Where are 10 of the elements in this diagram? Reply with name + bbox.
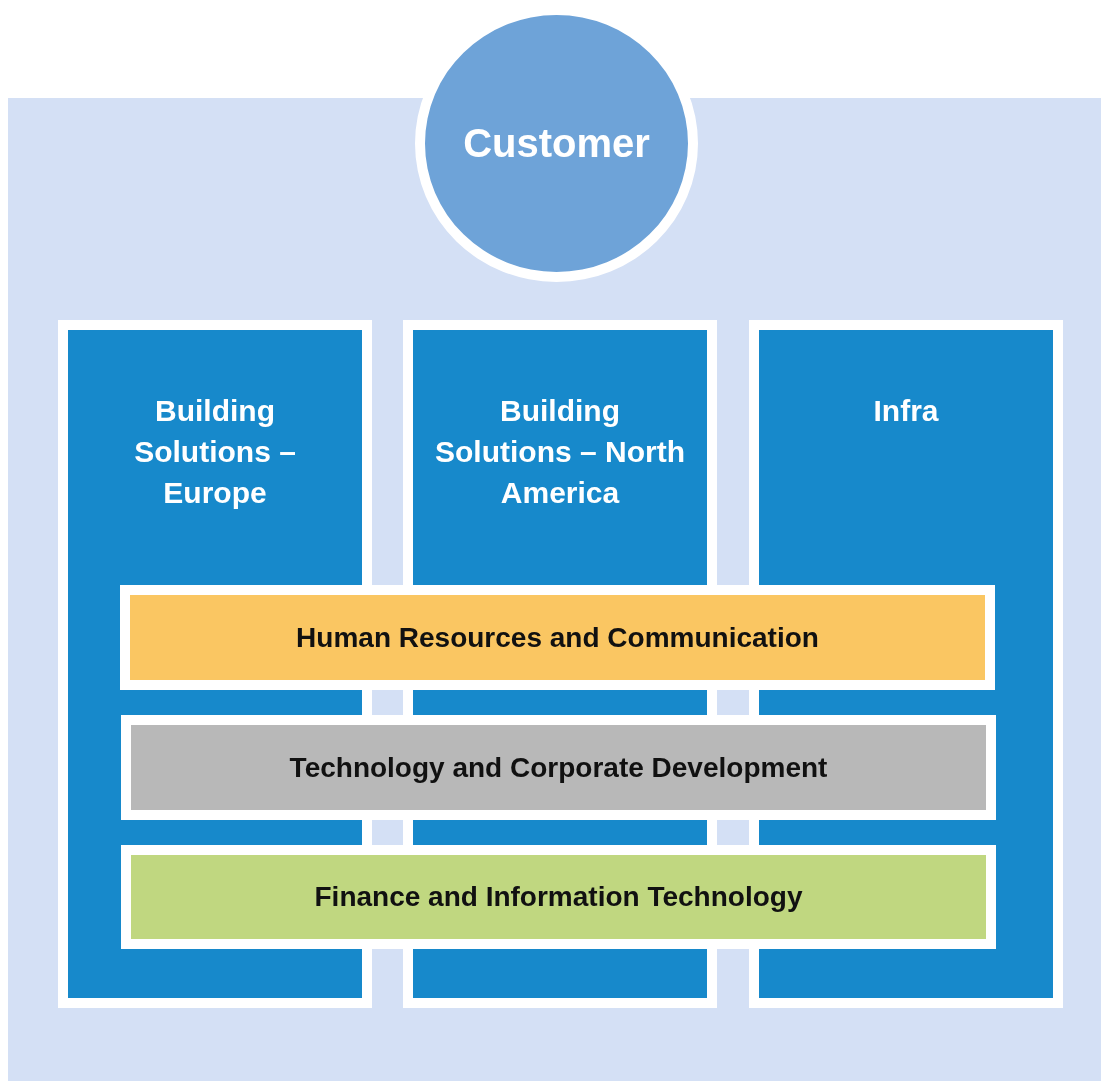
function-label: Technology and Corporate Development xyxy=(289,751,828,784)
function-label: Human Resources and Communication xyxy=(296,621,819,654)
function-label: Finance and Information Technology xyxy=(314,881,803,913)
function-band xyxy=(121,715,996,820)
function-band xyxy=(120,585,995,690)
customer-label: Customer xyxy=(463,121,650,166)
function-band xyxy=(121,845,996,949)
division-label: Building Solutions – Europe xyxy=(133,393,297,511)
division-label: Building Solutions – North America xyxy=(435,393,685,511)
division-label: Infra xyxy=(872,393,940,429)
